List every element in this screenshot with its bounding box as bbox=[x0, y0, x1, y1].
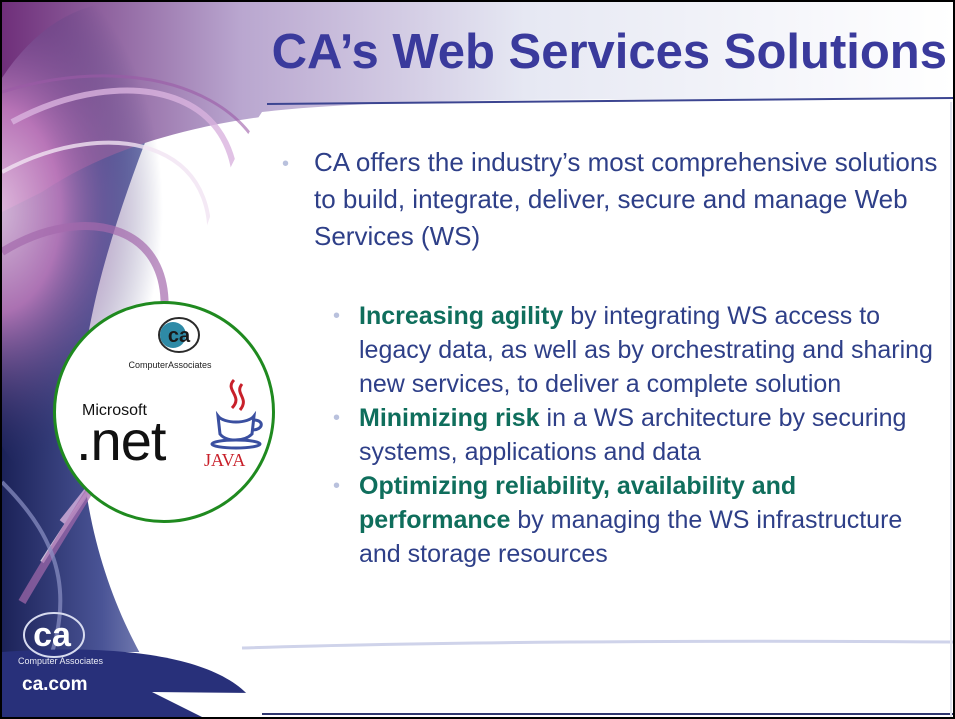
java-label: JAVA bbox=[204, 450, 246, 470]
footer-url: ca.com bbox=[22, 674, 88, 695]
bullet-marker: • bbox=[282, 153, 290, 175]
ca-logo-icon: ca bbox=[158, 317, 200, 353]
ca-logo-icon: ca bbox=[23, 612, 85, 658]
ca-logo-label: ComputerAssociates bbox=[128, 360, 212, 370]
dotnet-label: .net bbox=[76, 409, 166, 472]
footer-company: Computer Associates bbox=[18, 656, 104, 666]
sub-item-highlight: Increasing agility bbox=[359, 302, 564, 330]
java-cup-icon bbox=[210, 378, 263, 450]
sub-item-text: by managing the WS infrastructure and st… bbox=[359, 506, 903, 568]
svg-text:ca: ca bbox=[168, 325, 191, 347]
sub-item-highlight: Optimizing reliability, availability and… bbox=[359, 472, 797, 534]
sub-item-reliability: • Optimizing reliability, availability a… bbox=[327, 469, 947, 571]
sub-item-risk: • Minimizing risk in a WS architecture b… bbox=[327, 401, 947, 469]
sub-bullet-list: • Increasing agility by integrating WS a… bbox=[327, 299, 947, 571]
bullet-marker: • bbox=[333, 475, 341, 497]
sub-item-text: in a WS architecture by securing systems… bbox=[359, 404, 907, 466]
intro-bullet-item: • CA offers the industry’s most comprehe… bbox=[282, 144, 940, 255]
sub-item-text: by integrating WS access to legacy data,… bbox=[359, 302, 933, 398]
microsoft-label: Microsoft bbox=[82, 402, 147, 419]
partner-logos-circle: ca ComputerAssociates Microsoft .net JAV… bbox=[53, 301, 275, 523]
bullet-marker: • bbox=[333, 305, 341, 327]
intro-text: CA offers the industry’s most comprehens… bbox=[314, 147, 938, 251]
slide-title: CA’s Web Services Solutions bbox=[271, 25, 947, 79]
sub-item-agility: • Increasing agility by integrating WS a… bbox=[327, 299, 947, 401]
sub-item-highlight: Minimizing risk bbox=[359, 404, 540, 432]
bullet-marker: • bbox=[333, 407, 341, 429]
svg-text:ca: ca bbox=[33, 616, 72, 654]
